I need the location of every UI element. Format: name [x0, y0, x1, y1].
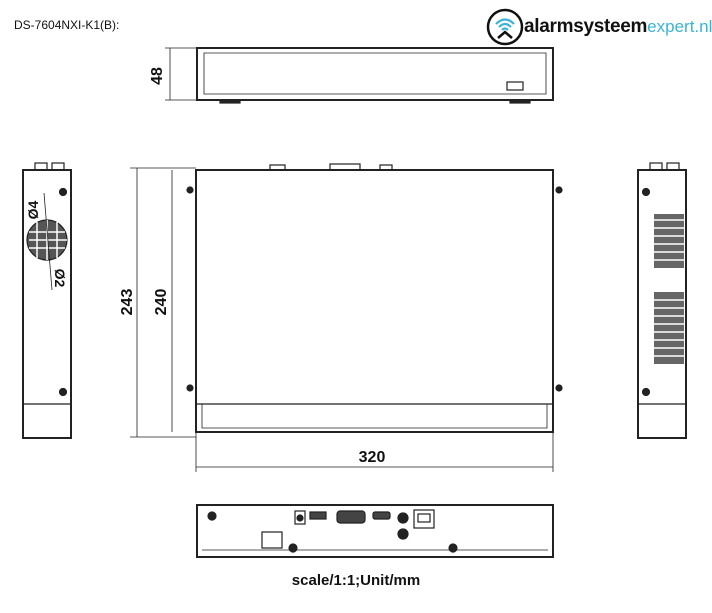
logo-text-main: alarmsysteem — [524, 16, 648, 37]
logo-text-accent: expert.nl — [647, 17, 712, 36]
dimension-label-240: 240 — [153, 289, 170, 316]
dimension-243 — [130, 167, 196, 438]
right-side-view — [637, 162, 687, 439]
model-title: DS-7604NXI-K1(B): — [14, 18, 120, 32]
dimension-label-48: 48 — [149, 67, 166, 85]
dimension-label-320: 320 — [359, 449, 386, 466]
dimension-label-243: 243 — [119, 289, 136, 316]
rear-view — [196, 504, 554, 558]
dimension-320 — [195, 432, 554, 472]
front-view — [196, 47, 554, 104]
scale-caption: scale/1:1;Unit/mm — [291, 572, 421, 589]
dimension-48 — [165, 47, 197, 101]
hole-label-4: Ø4 — [25, 200, 41, 219]
hole-label-2: Ø2 — [52, 269, 68, 288]
left-side-view — [22, 162, 72, 439]
wifi-house-icon — [486, 8, 524, 46]
top-view — [186, 163, 563, 433]
